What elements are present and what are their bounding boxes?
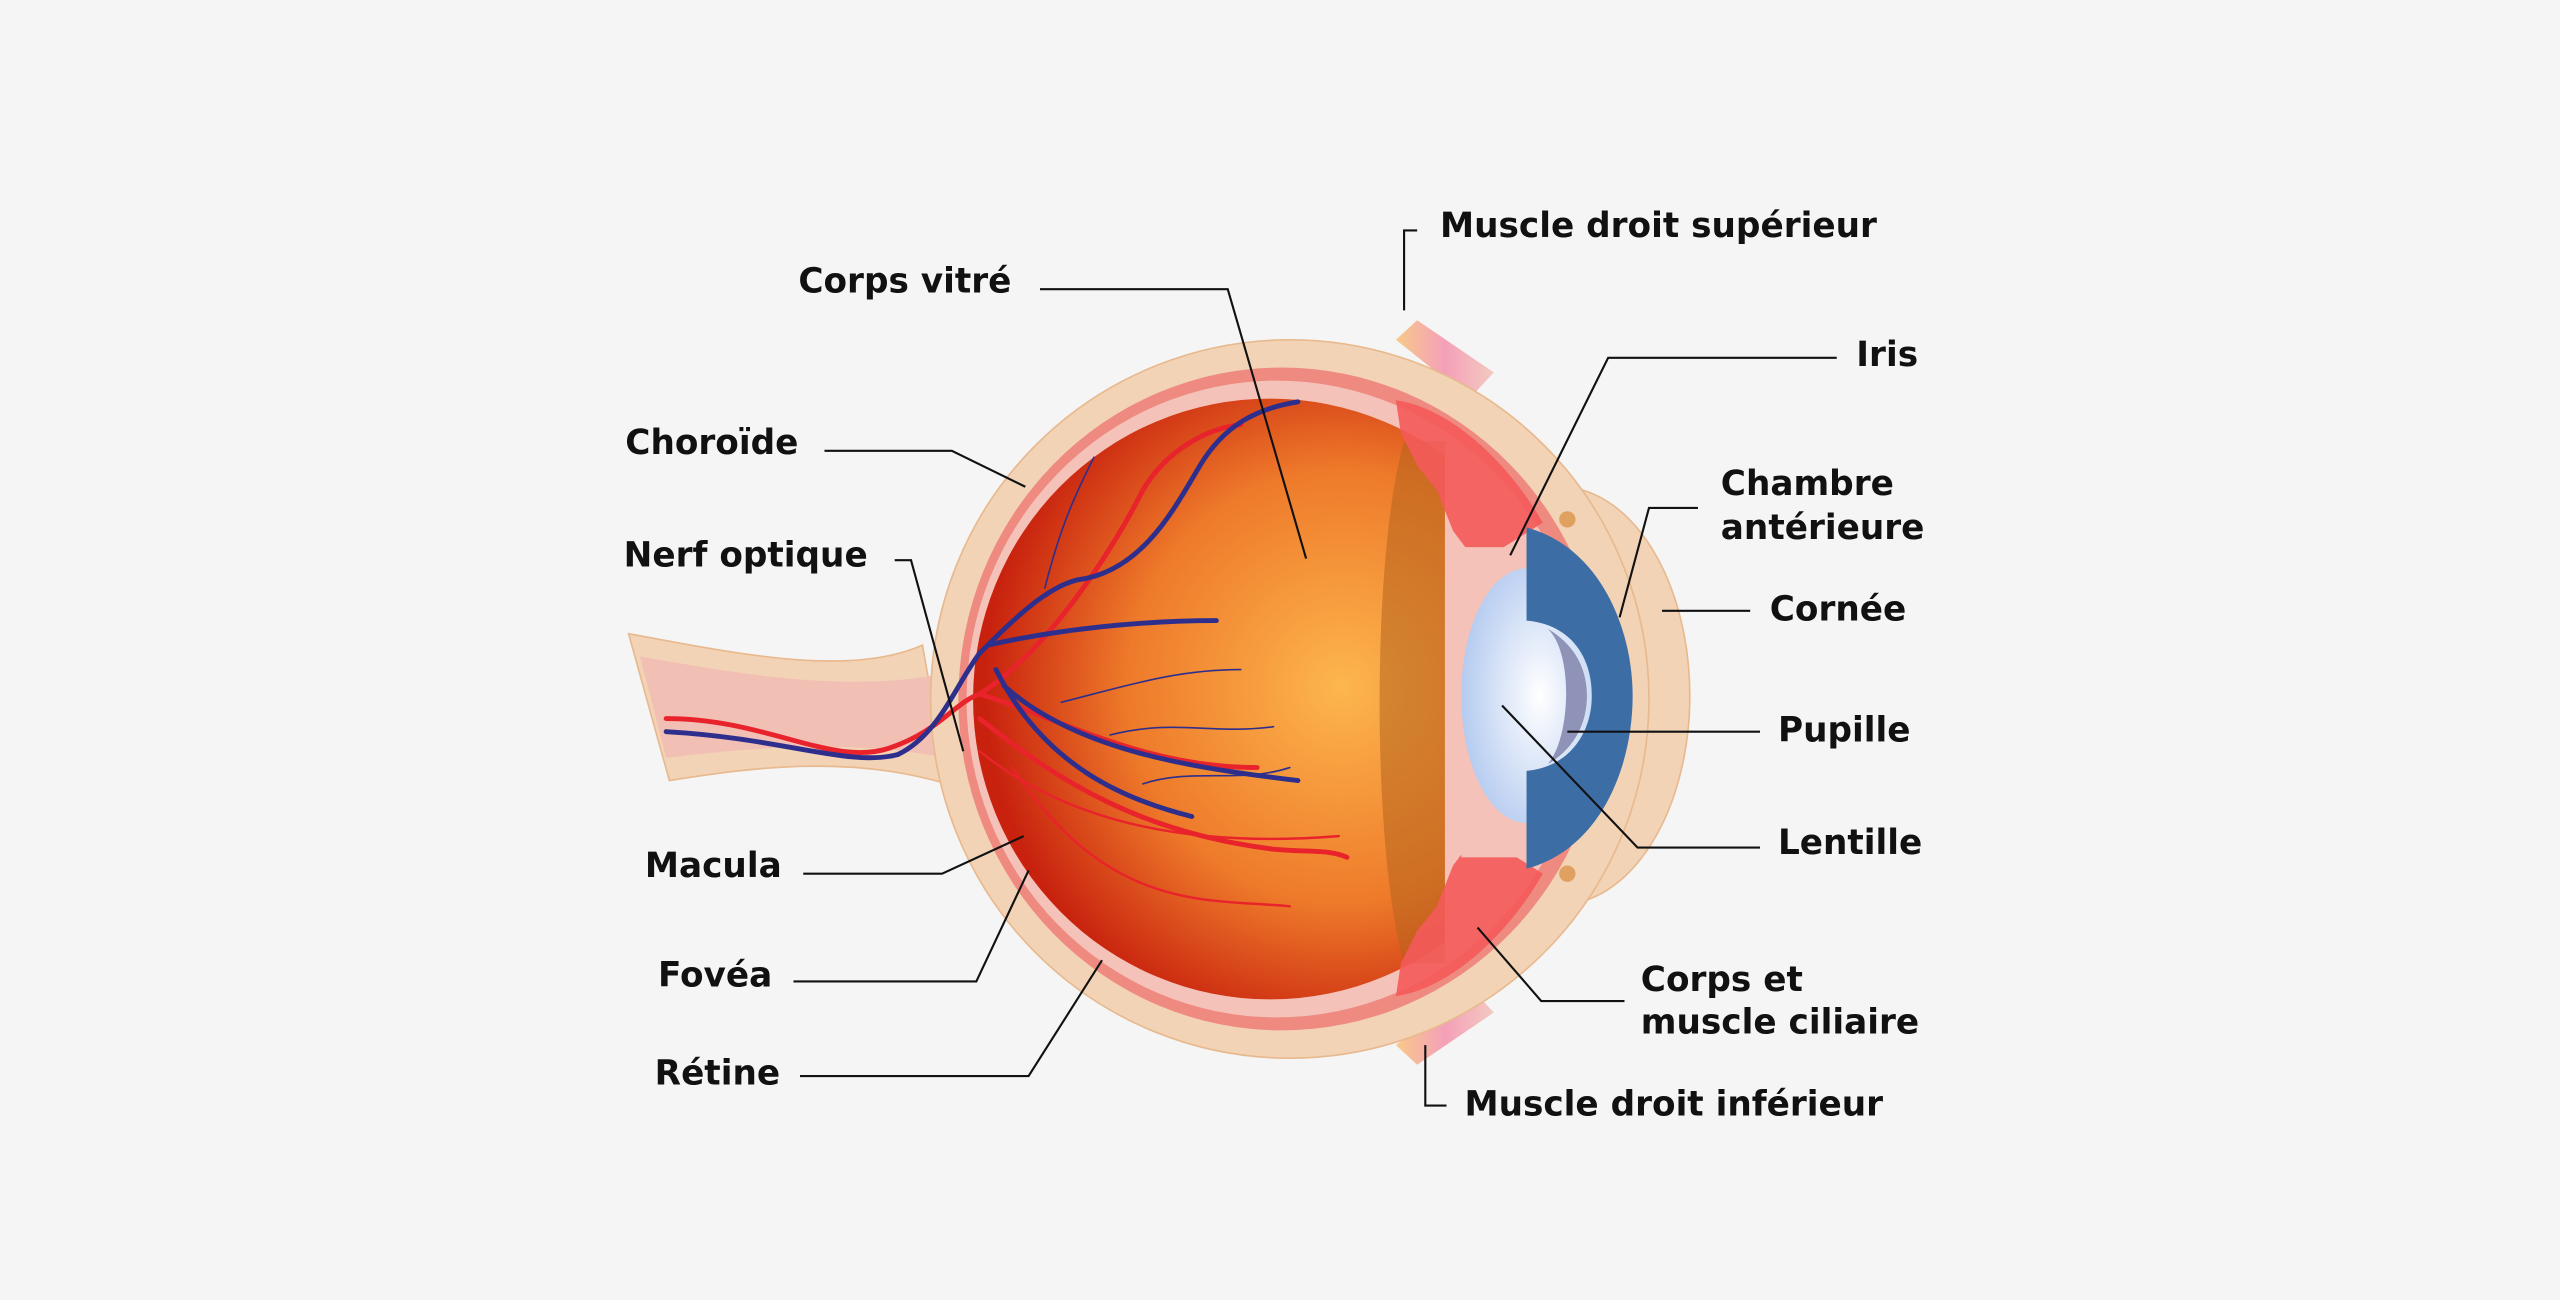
superior-rectus-muscle (1395, 320, 1494, 399)
label-chambre-anterieure-1: Chambre (1721, 464, 1894, 504)
label-retine: Rétine (655, 1053, 780, 1093)
label-fovea: Fovéa (658, 955, 772, 995)
label-muscle-droit-inferieur: Muscle droit inférieur (1464, 1084, 1883, 1124)
label-iris: Iris (1856, 335, 1918, 375)
label-nerf-optique: Nerf optique (624, 536, 868, 576)
label-choroide: Choroïde (625, 423, 798, 463)
lens (1461, 568, 1592, 824)
label-pupille: Pupille (1778, 710, 1911, 750)
label-cornee: Cornée (1770, 590, 1906, 630)
vitreous-body (973, 398, 1445, 1000)
ciliary-body-bottom (1395, 832, 1543, 997)
label-lentille: Lentille (1778, 823, 1922, 863)
label-muscle-droit-superieur: Muscle droit supérieur (1440, 206, 1877, 246)
label-corps-ciliaire-1: Corps et (1641, 960, 1803, 1000)
pupil (1547, 628, 1587, 765)
leader-lines (793, 229, 1837, 1107)
ciliary-body-top (1395, 400, 1543, 564)
iris (1526, 527, 1633, 869)
label-corps-vitre: Corps vitré (798, 261, 1011, 301)
label-corps-ciliaire-2: muscle ciliaire (1641, 1003, 1919, 1043)
limbus-dot-top (1559, 511, 1576, 528)
label-chambre-anterieure-2: antérieure (1721, 508, 1925, 548)
limbus-dot-bottom (1559, 865, 1576, 882)
label-macula: Macula (645, 846, 782, 886)
blood-vessels (663, 399, 1350, 908)
